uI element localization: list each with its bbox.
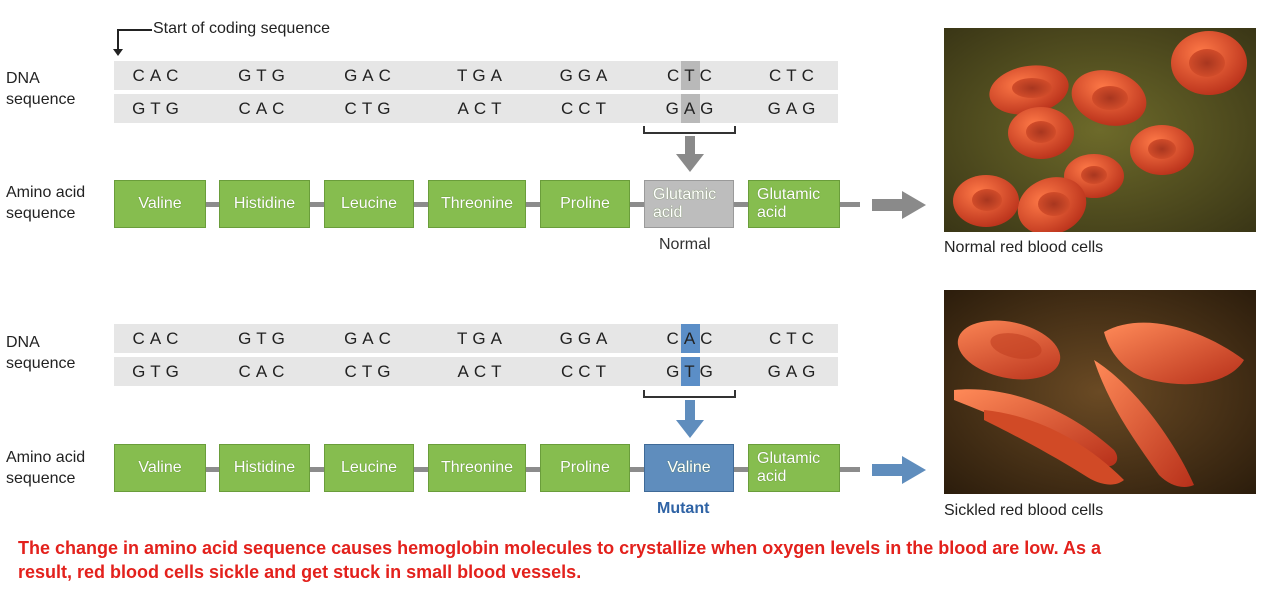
- mutant-bottom-codon: ACT: [457, 362, 507, 381]
- normal-top-codon: TGA: [457, 66, 507, 85]
- mutant-top-codon: GTG: [238, 329, 290, 348]
- normal-down-arrow-icon: [676, 136, 704, 172]
- mutant-highlight-bottom: [681, 357, 700, 386]
- normal-status-label: Normal: [659, 236, 711, 253]
- mutant-result-arrow-icon: [872, 456, 926, 484]
- normal-amino-acid-box: Glutamic acid: [644, 180, 734, 228]
- mutant-highlight-top: [681, 324, 700, 353]
- normal-bottom-strand: [114, 94, 838, 123]
- mutant-status-label: Mutant: [657, 500, 710, 517]
- start-pointer-arrow-icon: [113, 29, 152, 56]
- normal-top-codon: CTC: [667, 66, 717, 85]
- normal-bottom-codon: GAG: [665, 99, 719, 118]
- normal-dna-label: DNA sequence: [6, 70, 76, 108]
- normal-top-codon: GTG: [238, 66, 290, 85]
- mutant-amino-acid-box: Proline: [540, 444, 630, 492]
- mutant-bottom-codon: GTG: [132, 362, 184, 381]
- mutant-bottom-codon: CCT: [561, 362, 611, 381]
- explanation-text: The change in amino acid sequence causes…: [18, 538, 1101, 582]
- normal-top-codon: GAC: [344, 66, 396, 85]
- mutant-bottom-strand: [114, 357, 838, 386]
- normal-top-codon: CTC: [769, 66, 819, 85]
- mutant-amino-acid-box: Glutamic acid: [748, 444, 840, 492]
- normal-bottom-codon: GTG: [132, 99, 184, 118]
- mutant-amino-acid-box: Leucine: [324, 444, 414, 492]
- mutant-codon-bracket: [643, 390, 736, 398]
- mutant-bottom-codon: GAG: [767, 362, 821, 381]
- mutant-bottom-codon: CAC: [238, 362, 290, 381]
- normal-bottom-codon: CTG: [344, 99, 396, 118]
- mutant-top-codon: GGA: [559, 329, 613, 348]
- normal-amino-acid-box: Histidine: [219, 180, 310, 228]
- sickled-red-blood-cells-image: [944, 290, 1256, 494]
- mutant-top-codon: GAC: [344, 329, 396, 348]
- normal-highlight-top: [681, 61, 700, 90]
- mutant-down-arrow-icon: [676, 400, 704, 438]
- normal-top-strand: [114, 61, 838, 90]
- mutant-bottom-codon: GTG: [666, 362, 718, 381]
- mutant-top-codon: CAC: [666, 329, 718, 348]
- normal-amino-acid-box: Glutamic acid: [748, 180, 840, 228]
- mutant-amino-acid-box: Valine: [644, 444, 734, 492]
- mutant-top-strand: [114, 324, 838, 353]
- normal-amino-acid-box: Threonine: [428, 180, 526, 228]
- normal-bottom-codon: CCT: [561, 99, 611, 118]
- normal-amino-acid-box: Leucine: [324, 180, 414, 228]
- mutant-amino-acid-box: Threonine: [428, 444, 526, 492]
- mutant-top-codon: CAC: [132, 329, 184, 348]
- mutant-dna-label: DNA sequence: [6, 334, 76, 372]
- start-label: Start of coding sequence: [153, 20, 331, 37]
- normal-top-codon: CAC: [132, 66, 184, 85]
- mutant-top-codon: TGA: [457, 329, 507, 348]
- normal-result-arrow-icon: [872, 191, 926, 219]
- normal-red-blood-cells-image: [944, 28, 1256, 232]
- normal-bottom-codon: CAC: [238, 99, 290, 118]
- normal-photo-caption: Normal red blood cells: [944, 239, 1104, 256]
- normal-bottom-codon: ACT: [457, 99, 507, 118]
- normal-codon-bracket: [643, 126, 736, 134]
- normal-amino-acid-box: Valine: [114, 180, 206, 228]
- mutant-bottom-codon: CTG: [344, 362, 396, 381]
- normal-bottom-codon: GAG: [767, 99, 821, 118]
- normal-highlight-bottom: [681, 94, 700, 123]
- mutant-top-codon: CTC: [769, 329, 819, 348]
- normal-amino-acid-box: Proline: [540, 180, 630, 228]
- mutant-amino-acid-box: Valine: [114, 444, 206, 492]
- sickled-photo-caption: Sickled red blood cells: [944, 502, 1104, 519]
- mutant-amino-label: Amino acid sequence: [6, 449, 86, 487]
- mutant-amino-acid-box: Histidine: [219, 444, 310, 492]
- normal-top-codon: GGA: [559, 66, 613, 85]
- normal-amino-label: Amino acid sequence: [6, 184, 86, 222]
